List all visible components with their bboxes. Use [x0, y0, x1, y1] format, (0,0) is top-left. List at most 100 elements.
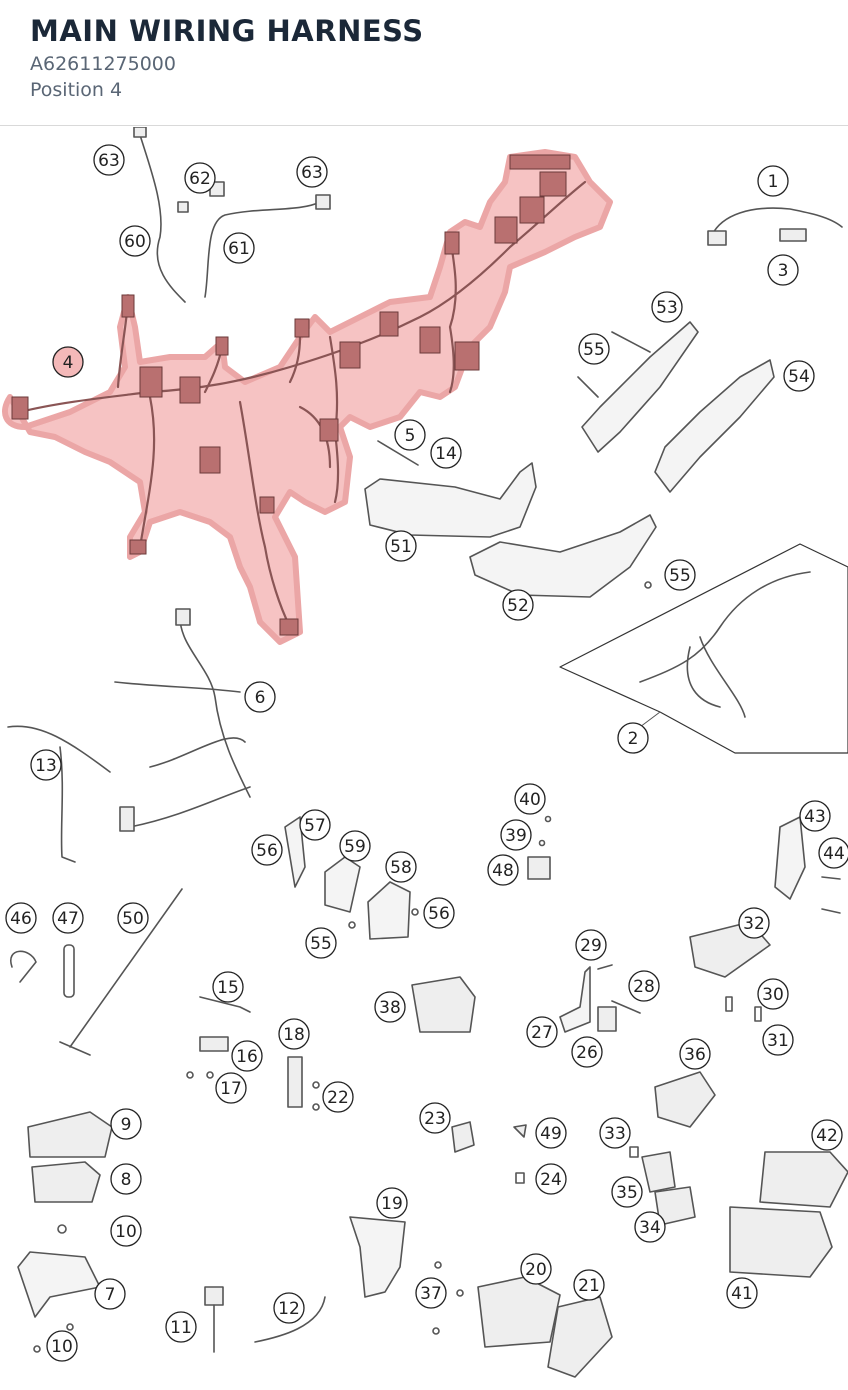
callout-39[interactable]: 39	[500, 819, 532, 851]
callout-number: 19	[381, 1194, 403, 1214]
callout-number: 44	[823, 844, 845, 864]
callout-21[interactable]: 21	[573, 1269, 605, 1301]
callout-number: 50	[122, 909, 144, 929]
callout-circle	[244, 681, 276, 713]
callout-56[interactable]: 56	[251, 834, 283, 866]
cover-53	[581, 321, 699, 453]
callout-10[interactable]: 10	[110, 1215, 142, 1247]
callout-23[interactable]: 23	[419, 1102, 451, 1134]
parts-line-art	[7, 127, 848, 1378]
callout-54[interactable]: 54	[783, 360, 815, 392]
callout-number: 28	[633, 977, 655, 997]
callout-28[interactable]: 28	[628, 970, 660, 1002]
callout-19[interactable]: 19	[376, 1187, 408, 1219]
callout-35[interactable]: 35	[611, 1176, 643, 1208]
callout-63[interactable]: 63	[296, 156, 328, 188]
callout-32[interactable]: 32	[738, 907, 770, 939]
callout-8[interactable]: 8	[110, 1163, 142, 1195]
module-36	[654, 1071, 716, 1128]
callout-11[interactable]: 11	[165, 1311, 197, 1343]
callout-18[interactable]: 18	[278, 1018, 310, 1050]
callout-12[interactable]: 12	[273, 1292, 305, 1324]
callout-58[interactable]: 58	[385, 851, 417, 883]
callout-48[interactable]: 48	[487, 854, 519, 886]
callout-number: 15	[217, 978, 239, 998]
callout-17[interactable]: 17	[215, 1072, 247, 1104]
callout-41[interactable]: 41	[726, 1277, 758, 1309]
callout-number: 54	[788, 367, 810, 387]
callout-number: 43	[804, 807, 826, 827]
callout-circle	[617, 722, 649, 754]
callout-47[interactable]: 47	[52, 902, 84, 934]
callout-62[interactable]: 62	[184, 162, 216, 194]
callout-34[interactable]: 34	[634, 1211, 666, 1243]
callout-circle	[223, 232, 255, 264]
switch-3	[779, 228, 807, 242]
callout-36[interactable]: 36	[679, 1038, 711, 1070]
callout-14[interactable]: 14	[430, 437, 462, 469]
callout-43[interactable]: 43	[799, 800, 831, 832]
callout-circle	[299, 809, 331, 841]
callout-10[interactable]: 10	[46, 1330, 78, 1362]
callout-13[interactable]: 13	[30, 749, 62, 781]
unit-20	[477, 1276, 561, 1348]
callout-61[interactable]: 61	[223, 232, 255, 264]
callout-26[interactable]: 26	[571, 1036, 603, 1068]
callout-circle	[500, 819, 532, 851]
callout-44[interactable]: 44	[818, 837, 848, 869]
callout-52[interactable]: 52	[502, 589, 534, 621]
callout-38[interactable]: 38	[374, 991, 406, 1023]
callout-63[interactable]: 63	[93, 144, 125, 176]
callout-51[interactable]: 51	[385, 530, 417, 562]
callout-49[interactable]: 49	[535, 1117, 567, 1149]
cover-58	[367, 881, 411, 940]
callout-59[interactable]: 59	[339, 830, 371, 862]
bracket-19	[349, 1216, 406, 1298]
callout-16[interactable]: 16	[231, 1040, 263, 1072]
callout-circle	[757, 978, 789, 1010]
callout-29[interactable]: 29	[575, 929, 607, 961]
callout-60[interactable]: 60	[119, 225, 151, 257]
page-title: MAIN WIRING HARNESS	[30, 14, 424, 48]
callout-3[interactable]: 3	[767, 254, 799, 286]
callout-circle	[664, 559, 696, 591]
callout-42[interactable]: 42	[811, 1119, 843, 1151]
callout-50[interactable]: 50	[117, 902, 149, 934]
callout-9[interactable]: 9	[110, 1108, 142, 1140]
callout-circle	[296, 156, 328, 188]
callout-circle	[535, 1163, 567, 1195]
callout-6[interactable]: 6	[244, 681, 276, 713]
bracket-13	[7, 725, 111, 863]
callout-circle	[634, 1211, 666, 1243]
callout-2[interactable]: 2	[617, 722, 649, 754]
callout-circle	[628, 970, 660, 1002]
callout-55[interactable]: 55	[305, 927, 337, 959]
callout-circle	[385, 851, 417, 883]
callout-56[interactable]: 56	[423, 897, 455, 929]
callout-24[interactable]: 24	[535, 1163, 567, 1195]
callout-circle	[571, 1036, 603, 1068]
callout-33[interactable]: 33	[599, 1117, 631, 1149]
main-harness-highlight[interactable]	[2, 149, 613, 645]
callout-30[interactable]: 30	[757, 978, 789, 1010]
callout-number: 27	[531, 1023, 553, 1043]
callout-31[interactable]: 31	[762, 1024, 794, 1056]
callout-55[interactable]: 55	[664, 559, 696, 591]
callout-1[interactable]: 1	[757, 165, 789, 197]
callout-22[interactable]: 22	[322, 1081, 354, 1113]
leader-2	[639, 711, 661, 728]
callout-5[interactable]: 5	[394, 419, 426, 451]
callout-46[interactable]: 46	[5, 902, 37, 934]
callout-53[interactable]: 53	[651, 291, 683, 323]
callout-37[interactable]: 37	[415, 1277, 447, 1309]
callout-4[interactable]: 4	[52, 346, 84, 378]
callout-7[interactable]: 7	[94, 1278, 126, 1310]
callout-circle	[215, 1072, 247, 1104]
callout-57[interactable]: 57	[299, 809, 331, 841]
callout-40[interactable]: 40	[514, 783, 546, 815]
callout-circle	[110, 1108, 142, 1140]
callout-20[interactable]: 20	[520, 1253, 552, 1285]
callout-15[interactable]: 15	[212, 971, 244, 1003]
callout-27[interactable]: 27	[526, 1016, 558, 1048]
callout-55[interactable]: 55	[578, 333, 610, 365]
